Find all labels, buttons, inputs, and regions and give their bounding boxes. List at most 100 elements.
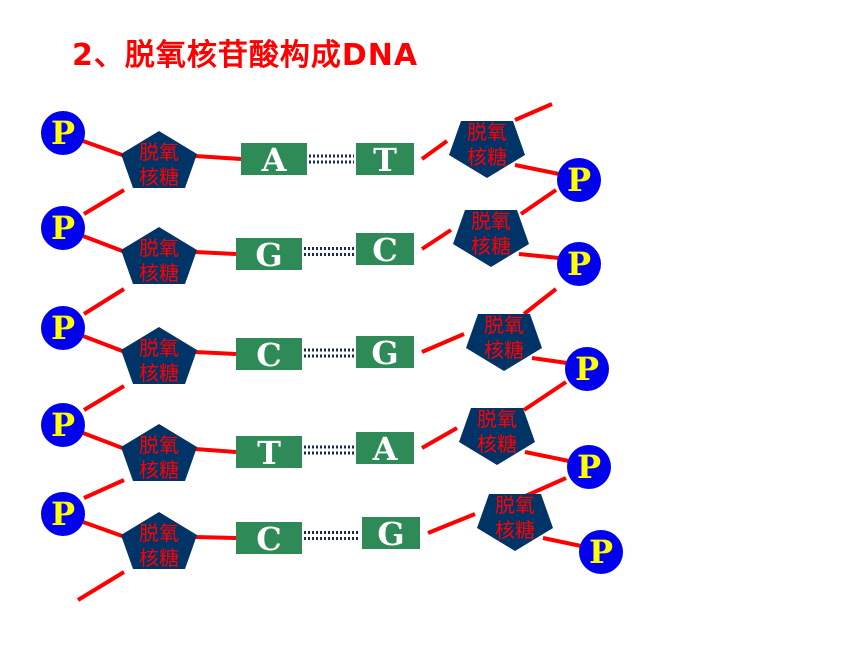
- deoxyribose-label-right-3: 脱氧: [484, 313, 524, 337]
- phosphate-left-5: [41, 492, 85, 536]
- deoxyribose-label-right-1-line2: 核糖: [467, 145, 507, 169]
- base-label-left-5: C: [256, 520, 281, 558]
- deoxyribose-label-right-4: 脱氧: [477, 407, 517, 431]
- deoxyribose-label-right-4-line2: 核糖: [477, 432, 517, 456]
- deoxyribose-left-4: [121, 424, 197, 481]
- deoxyribose-label-left-1: 脱氧: [139, 140, 179, 164]
- base-left-3: [236, 338, 302, 370]
- base-sugar-bond-right-1: [420, 139, 449, 161]
- phosphate-sugar-bond-left-5: [82, 520, 126, 539]
- base-label-right-5: G: [377, 515, 404, 553]
- deoxyribose-label-right-2-line2: 核糖: [471, 234, 511, 258]
- deoxyribose-label-left-2-line2: 核糖: [139, 261, 179, 285]
- deoxyribose-label-left-3: 脱氧: [139, 336, 179, 360]
- left-backbone-1: [82, 188, 126, 216]
- sugar-phosphate-bond-right-5: [542, 536, 582, 548]
- phosphate-label-right-2: P: [567, 245, 591, 283]
- phosphate-label-left-2: P: [51, 209, 75, 247]
- phosphate-left-2: [41, 206, 85, 250]
- sugar-base-bond-left-2: [194, 250, 237, 256]
- deoxyribose-label-left-4: 脱氧: [139, 433, 179, 457]
- sugar-phosphate-bond-right-3: [531, 356, 568, 365]
- phosphate-label-right-4: P: [577, 448, 601, 486]
- base-left-4: [236, 436, 302, 468]
- deoxyribose-right-1: [449, 121, 525, 178]
- phosphate-right-3: [565, 347, 609, 391]
- deoxyribose-label-right-1: 脱氧: [467, 120, 507, 144]
- deoxyribose-right-3: [466, 314, 542, 371]
- deoxyribose-right-5: [477, 494, 553, 551]
- base-label-right-2: C: [372, 231, 397, 269]
- phosphate-right-1: [557, 158, 601, 202]
- right-backbone-2: [522, 287, 558, 316]
- right-backbone-3: [522, 380, 568, 412]
- sugar-base-bond-left-5: [194, 535, 237, 540]
- deoxyribose-label-left-2: 脱氧: [139, 236, 179, 260]
- deoxyribose-right-4: [459, 408, 535, 465]
- base-right-4: [356, 432, 414, 464]
- phosphate-sugar-bond-left-4: [82, 431, 126, 451]
- phosphate-label-left-5: P: [51, 495, 75, 533]
- base-label-left-2: G: [255, 236, 282, 274]
- phosphate-label-left-4: P: [51, 406, 75, 444]
- phosphate-label-left-1: P: [51, 114, 75, 152]
- page-title: 2、脱氧核苷酸构成DNA: [72, 38, 419, 73]
- deoxyribose-label-right-2: 脱氧: [471, 209, 511, 233]
- deoxyribose-left-2: [121, 227, 197, 284]
- deoxyribose-label-left-5-line2: 核糖: [139, 546, 179, 570]
- base-right-3: [356, 336, 414, 368]
- phosphate-left-3: [41, 306, 85, 350]
- sugar-phosphate-bond-right-1: [514, 163, 560, 176]
- phosphate-label-right-3: P: [575, 350, 599, 388]
- left-backbone-2: [82, 287, 126, 316]
- base-right-2: [356, 233, 414, 265]
- left-backbone-4: [83, 478, 125, 500]
- base-label-left-1: A: [261, 141, 288, 179]
- deoxyribose-left-3: [121, 327, 197, 384]
- deoxyribose-label-left-1-line2: 核糖: [139, 165, 179, 189]
- right-backbone-1: [519, 188, 558, 216]
- phosphate-sugar-bond-left-1: [82, 139, 126, 158]
- sugar-base-bond-left-3: [194, 350, 237, 356]
- phosphate-sugar-bond-left-3: [82, 334, 126, 354]
- base-left-2: [236, 238, 302, 270]
- base-right-5: [362, 517, 420, 549]
- base-label-right-4: A: [372, 430, 399, 468]
- base-label-right-3: G: [371, 334, 398, 372]
- phosphate-label-right-5: P: [589, 533, 613, 571]
- sugar-base-bond-left-4: [194, 447, 237, 454]
- deoxyribose-left-5: [121, 512, 197, 569]
- right-backbone-head: [514, 102, 553, 122]
- base-right-1: [356, 143, 414, 175]
- phosphate-sugar-bond-left-2: [82, 234, 126, 254]
- deoxyribose-label-left-5: 脱氧: [139, 521, 179, 545]
- phosphate-left-1: [41, 111, 85, 155]
- deoxyribose-left-1: [121, 131, 197, 188]
- base-label-left-3: C: [256, 336, 281, 374]
- phosphate-label-left-3: P: [51, 309, 75, 347]
- phosphate-right-5: [579, 530, 623, 574]
- deoxyribose-label-left-3-line2: 核糖: [139, 361, 179, 385]
- base-left-1: [241, 143, 307, 175]
- deoxyribose-label-right-5: 脱氧: [495, 493, 535, 517]
- sugar-phosphate-bond-right-4: [524, 450, 570, 463]
- deoxyribose-label-right-3-line2: 核糖: [484, 338, 524, 362]
- deoxyribose-label-right-5-line2: 核糖: [495, 518, 535, 542]
- base-sugar-bond-right-3: [421, 332, 465, 354]
- phosphate-label-right-1: P: [567, 161, 591, 199]
- backbone-layer: [76, 102, 582, 602]
- phosphate-right-4: [567, 445, 611, 489]
- deoxyribose-label-left-4-line2: 核糖: [139, 458, 179, 482]
- left-backbone-tail: [76, 570, 126, 602]
- left-backbone-3: [82, 384, 126, 412]
- base-label-left-4: T: [257, 434, 281, 472]
- phosphate-left-4: [41, 403, 85, 447]
- base-left-5: [236, 522, 302, 554]
- base-label-right-1: T: [373, 141, 397, 179]
- sugar-phosphate-bond-right-2: [518, 252, 560, 260]
- base-sugar-bond-right-2: [420, 228, 453, 251]
- phosphate-right-2: [557, 242, 601, 286]
- sugar-base-bond-left-1: [194, 154, 242, 161]
